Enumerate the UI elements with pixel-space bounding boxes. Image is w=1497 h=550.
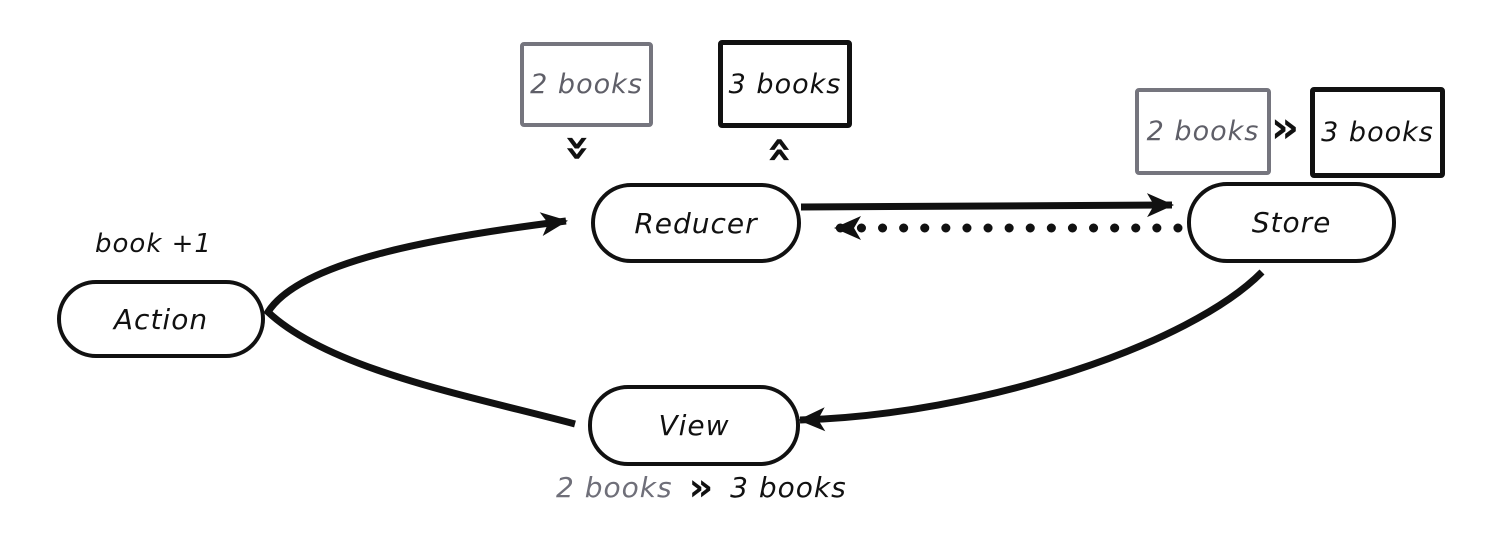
chevron-down-icon: » [553,133,604,163]
view-next-state: 3 books [730,470,847,504]
store-prev-state-box: 2 books [1135,88,1271,175]
chevron-right-icon: » [688,465,715,509]
chevron-right-icon: » [1270,102,1300,153]
reducer-input-state-box: 2 books [520,42,653,127]
node-action: Action [57,280,265,358]
view-state-caption: 2 books » 3 books [556,468,847,506]
reducer-output-state-box: 3 books [718,40,852,128]
node-view: View [588,385,800,466]
store-to-view-arrow [798,269,1265,432]
reducer-to-store-arrow [800,193,1174,218]
chevron-up-icon: » [752,135,803,165]
node-store: Store [1187,182,1396,263]
view-prev-state: 2 books [556,470,673,504]
store-next-state-box: 3 books [1310,87,1445,178]
action-payload-label: book +1 [95,229,212,259]
node-reducer: Reducer [591,183,801,263]
view-to-reducer-dispatch-arrow [263,212,576,428]
